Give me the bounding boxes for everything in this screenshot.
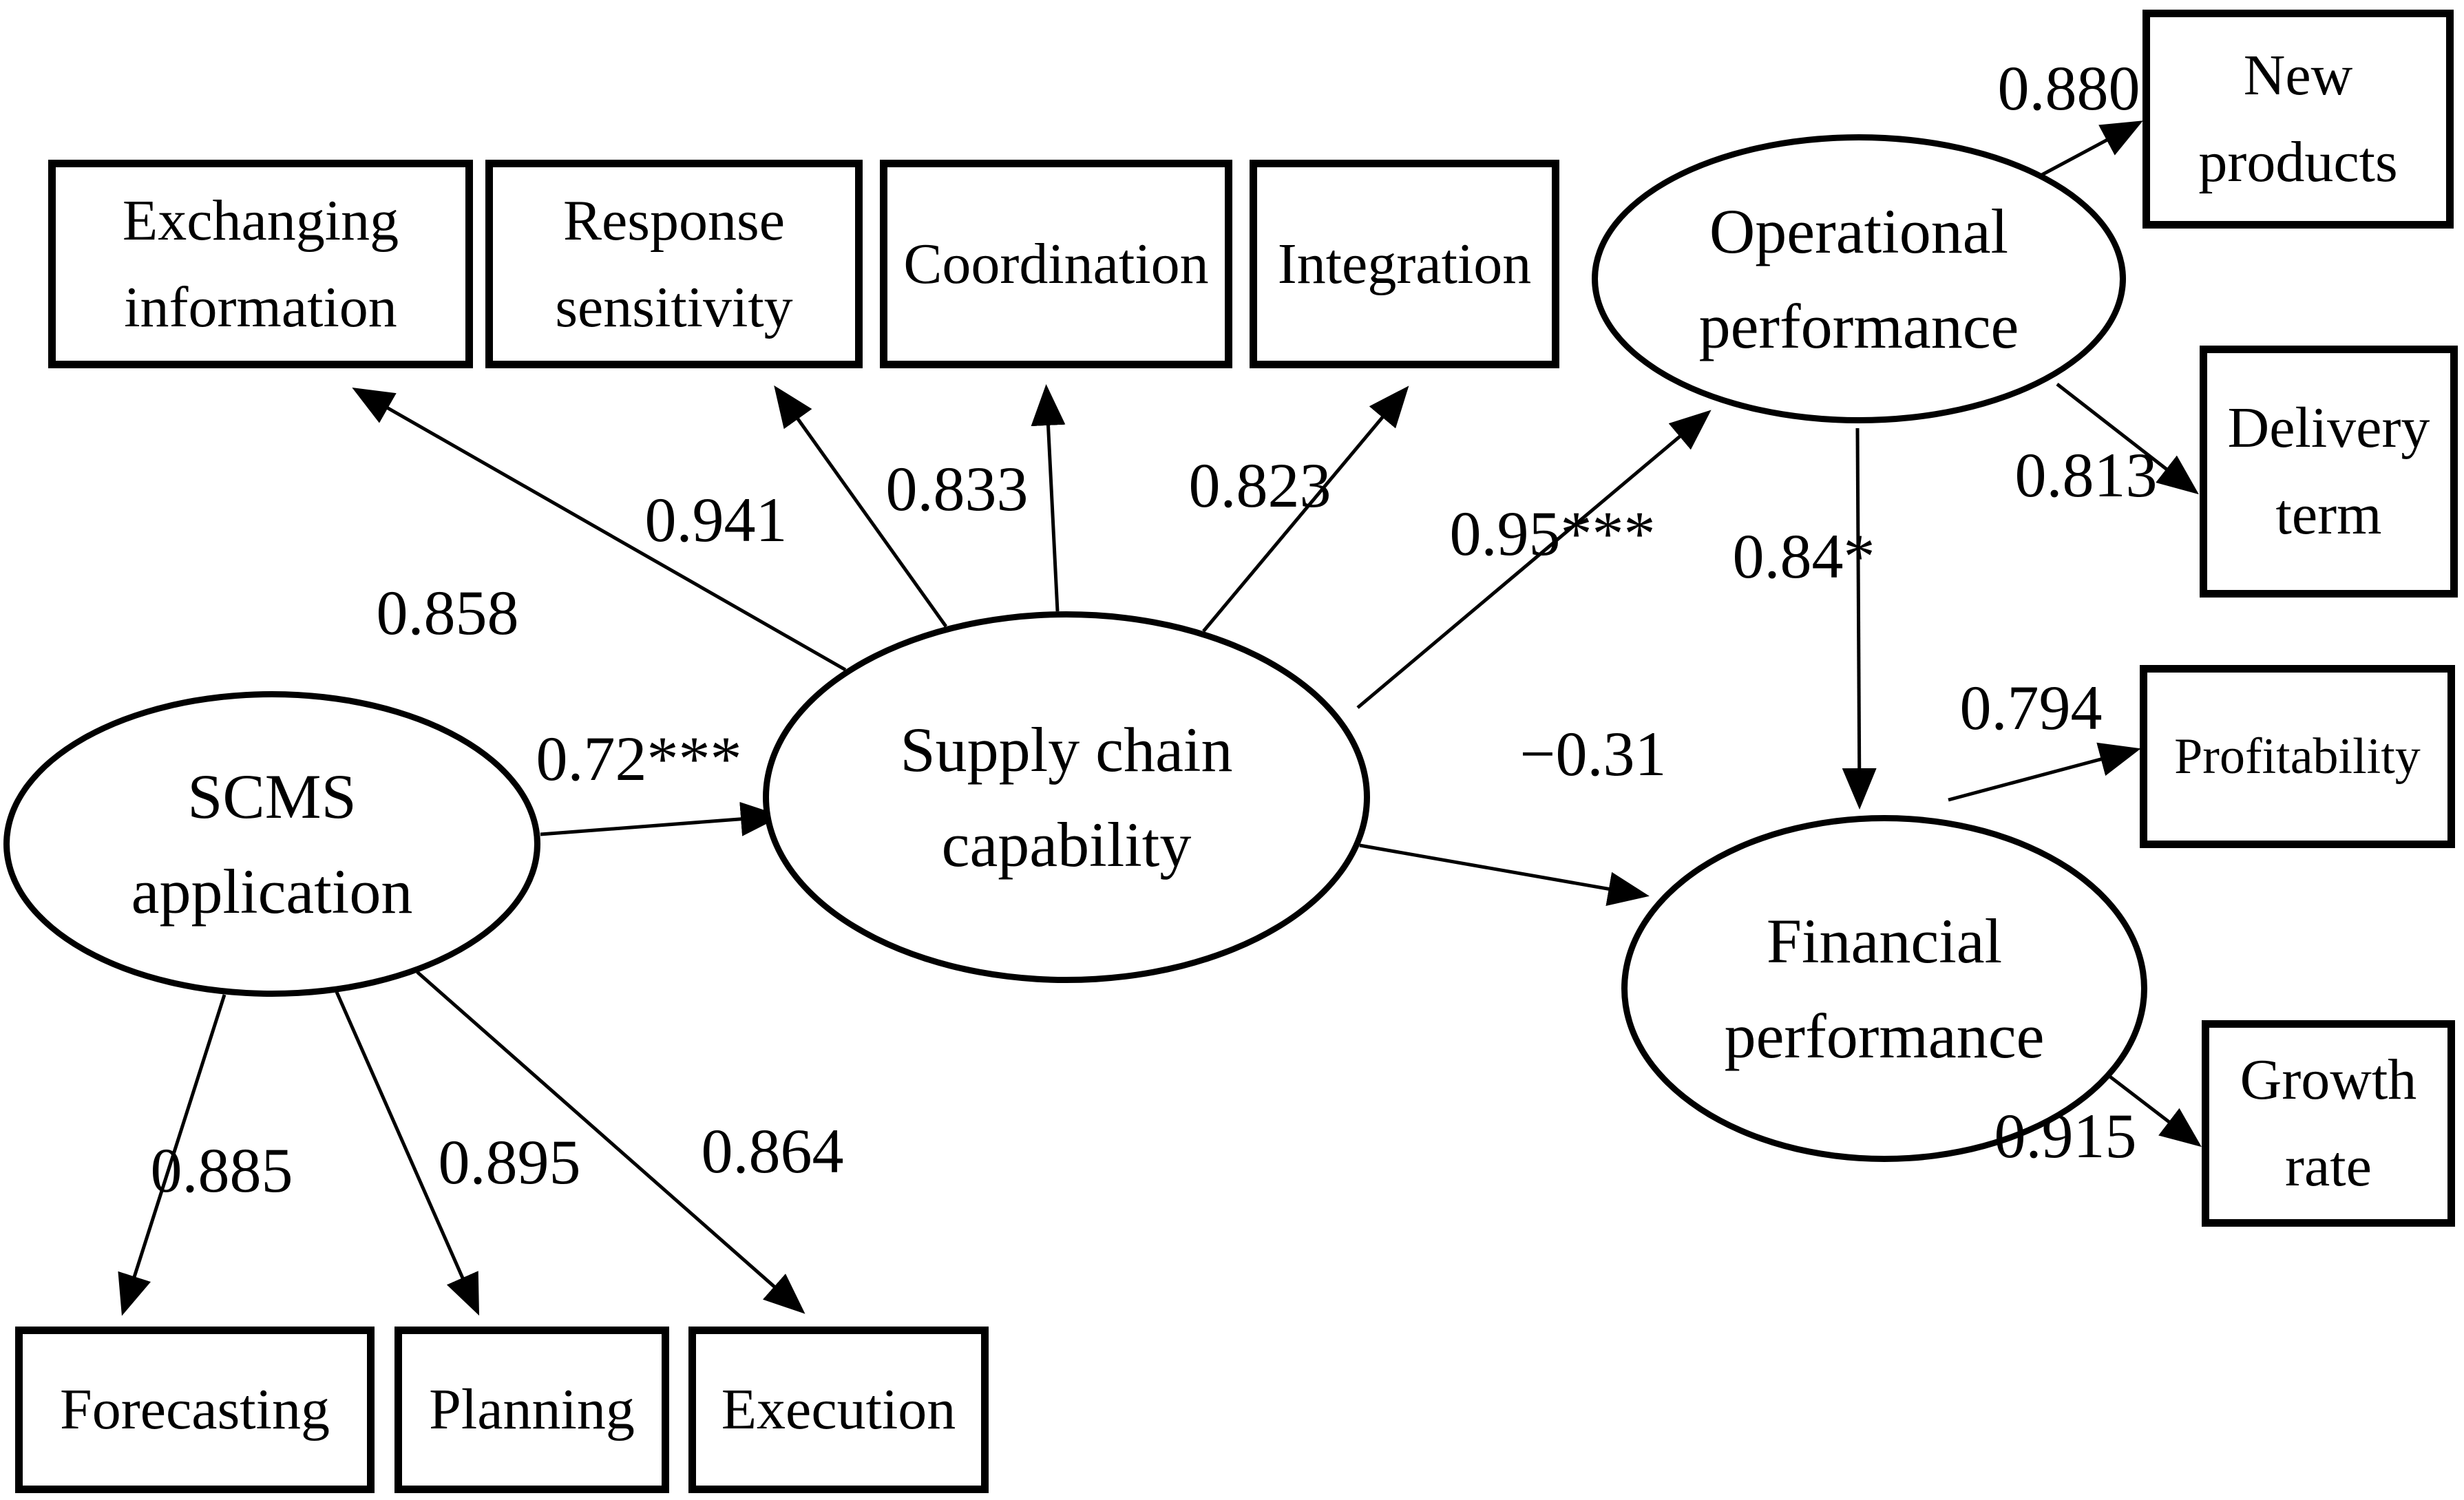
arrow-scc-to-response-sensitivity [774,385,948,628]
coef-scc-operational: 0.95*** [1449,498,1656,569]
coef-financial-growth-rate: 0.915 [1994,1101,2137,1171]
arrow-scc-to-operational [1356,410,1712,709]
coef-scc-financial: −0.31 [1519,719,1667,789]
indicator-new-products: New products [2142,10,2454,229]
arrow-scms-to-planning [335,991,480,1316]
latent-supply-chain-capability-label: Supply chain capability [900,715,1233,880]
indicator-exchanging-information-label: Exchanging information [122,188,399,339]
coef-scc-exchanging-information: 0.858 [376,578,519,648]
coef-scms-forecasting: 0.885 [150,1135,293,1205]
indicator-planning: Planning [394,1327,669,1493]
indicator-execution: Execution [688,1327,989,1493]
coef-scc-coordination: 0.833 [885,454,1029,524]
latent-scms-application: SCMS application [3,691,540,997]
indicator-forecasting: Forecasting [15,1327,375,1493]
arrow-scc-to-exchanging-information [352,388,847,672]
latent-scms-application-label: SCMS application [131,761,413,927]
indicator-coordination-label: Coordination [903,231,1209,296]
indicator-coordination: Coordination [880,160,1232,368]
indicator-delivery-term: Delivery term [2200,346,2458,598]
indicator-planning-label: Planning [429,1377,635,1441]
arrow-scc-to-financial [1359,843,1650,906]
coef-operational-delivery-term: 0.813 [2014,440,2158,510]
arrow-scms-to-scc [540,801,782,836]
indicator-execution-label: Execution [721,1377,956,1441]
indicator-response-sensitivity: Response sensitivity [485,160,863,368]
indicator-forecasting-label: Forecasting [60,1377,330,1441]
indicator-integration-label: Integration [1277,231,1532,296]
latent-financial-performance-label: Financial performance [1724,906,2045,1071]
arrow-scc-to-coordination [1031,384,1066,612]
indicator-growth-rate: Growth rate [2202,1020,2455,1227]
arrow-financial-to-profitability [1948,742,2141,802]
coef-operational-new-products: 0.880 [1997,53,2140,123]
coef-scms-execution: 0.864 [701,1116,844,1186]
latent-financial-performance: Financial performance [1621,815,2147,1162]
coef-scms-planning: 0.895 [438,1127,581,1197]
indicator-exchanging-information: Exchanging information [48,160,473,368]
arrow-scc-to-integration [1202,385,1409,633]
latent-operational-performance-label: Operational performance [1698,196,2019,361]
latent-supply-chain-capability: Supply chain capability [763,611,1370,983]
arrow-operational-to-delivery-term [2056,383,2199,495]
arrow-operational-to-new-products [2038,120,2143,178]
indicator-delivery-term-label: Delivery term [2227,396,2430,547]
coef-financial-profitability: 0.794 [1959,673,2103,743]
indicator-profitability-label: Profitability [2174,728,2421,785]
arrow-scms-to-forecasting [118,994,227,1316]
indicator-new-products-label: New products [2198,43,2398,194]
indicator-integration: Integration [1250,160,1559,368]
coef-operational-financial: 0.84* [1732,521,1875,591]
coef-scms-scc: 0.72*** [536,723,742,794]
arrow-operational-to-financial [1842,427,1877,810]
coef-scc-integration: 0.823 [1188,450,1331,520]
indicator-profitability: Profitability [2140,665,2455,848]
coef-scc-response-sensitivity: 0.941 [644,485,788,555]
indicator-growth-rate-label: Growth rate [2240,1048,2417,1198]
arrow-scms-to-execution [416,971,805,1314]
latent-operational-performance: Operational performance [1592,134,2126,423]
indicator-response-sensitivity-label: Response sensitivity [555,188,793,339]
